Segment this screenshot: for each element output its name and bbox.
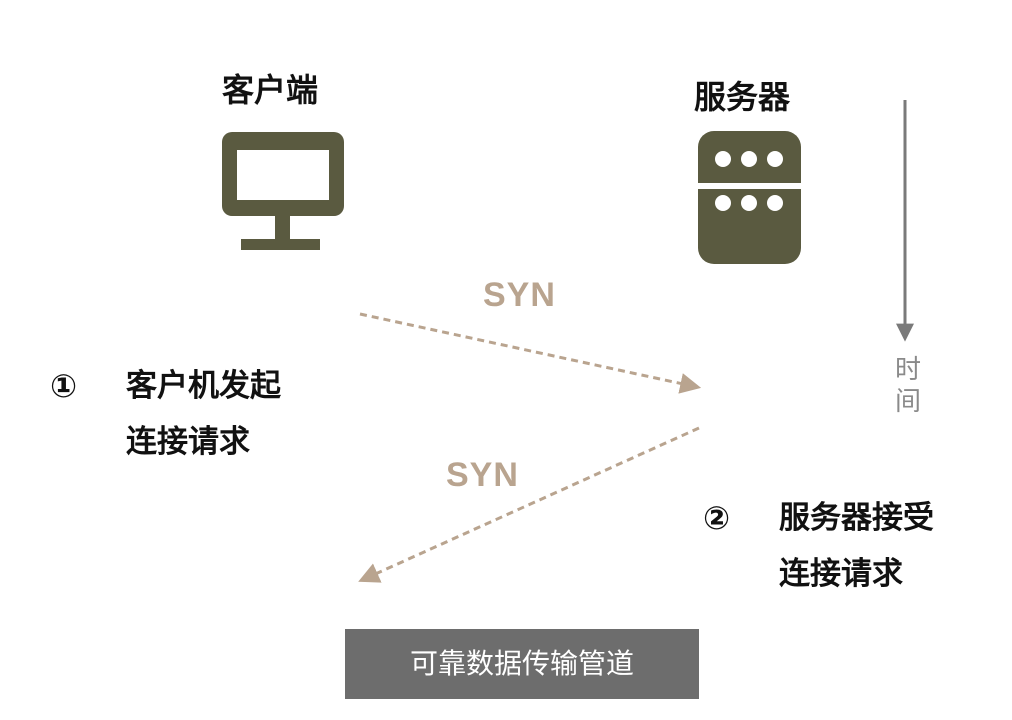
step-1-line-2: 连接请求 — [126, 424, 250, 460]
step-2-line-1: 服务器接受 — [779, 500, 934, 536]
syn-label-2: SYN — [446, 456, 519, 494]
reliable-channel-banner: 可靠数据传输管道 — [345, 629, 699, 699]
server-title: 服务器 — [694, 78, 791, 116]
syn-arrow-to-client — [358, 426, 700, 583]
time-axis-char-1: 时 — [894, 355, 921, 385]
time-axis-char-2: 间 — [894, 387, 921, 417]
syn-arrow-to-server — [359, 312, 702, 394]
server-icon — [698, 131, 801, 264]
client-title: 客户端 — [222, 71, 319, 109]
syn-label-1: SYN — [483, 276, 556, 314]
step-1-line-1: 客户机发起 — [126, 368, 281, 404]
step-2-number: ② — [703, 499, 731, 537]
step-2-text: 服务器接受 连接请求 — [779, 490, 934, 602]
step-2-line-2: 连接请求 — [779, 556, 903, 592]
step-1-number: ① — [50, 367, 78, 405]
monitor-icon — [222, 132, 344, 250]
time-axis-label: 时 间 — [893, 354, 923, 418]
step-1-text: 客户机发起 连接请求 — [126, 358, 281, 470]
